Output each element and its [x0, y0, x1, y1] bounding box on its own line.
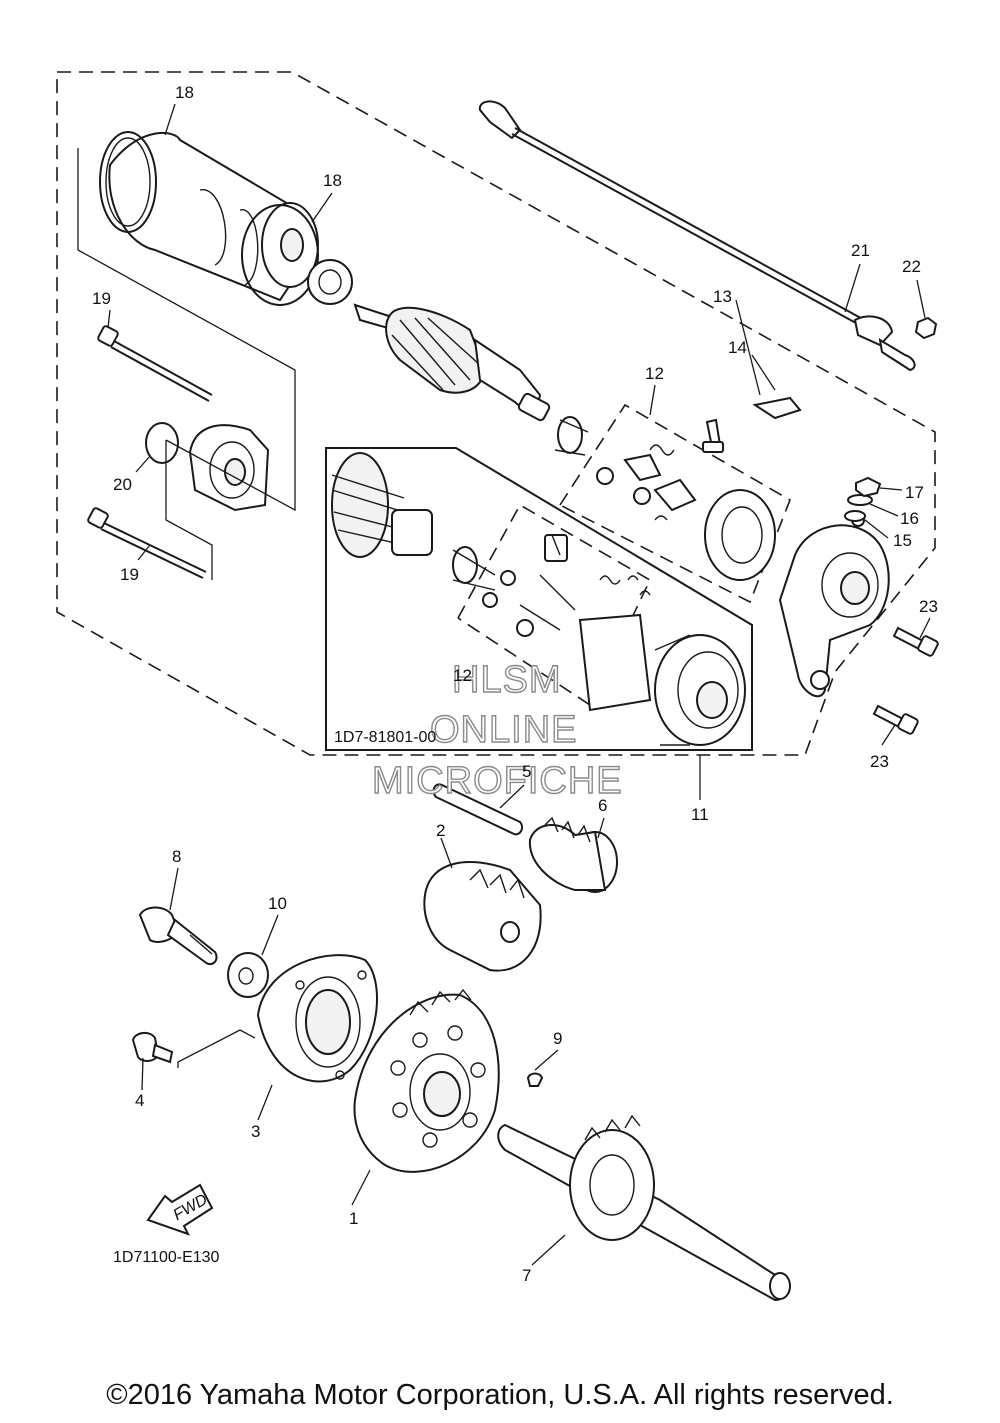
bolt-4 — [131, 1032, 174, 1064]
callouts: 1 2 3 4 5 6 7 8 9 10 11 12 12 13 14 15 1… — [92, 83, 938, 1285]
brush-holder-boundary — [559, 403, 791, 604]
shaft-5 — [432, 783, 524, 836]
callout-14: 14 — [728, 338, 747, 357]
idle-shaft-gear — [497, 1114, 791, 1302]
callout-15: 15 — [893, 531, 912, 550]
leader-lines — [107, 103, 931, 1266]
callout-13: 13 — [713, 287, 732, 306]
fwd-arrow-icon: FWD — [146, 1183, 214, 1236]
starter-assembly-boundary — [56, 71, 936, 756]
gear-2 — [423, 861, 542, 972]
washer-10 — [227, 952, 269, 998]
gear-6 — [528, 816, 618, 893]
callout-12: 12 — [645, 364, 664, 383]
callout-16: 16 — [900, 509, 919, 528]
nut — [914, 316, 938, 340]
callout-2: 2 — [436, 821, 445, 840]
callout-23-upper: 23 — [919, 597, 938, 616]
inset-panel — [325, 447, 753, 751]
bolt-23-upper — [892, 626, 939, 657]
armature — [353, 303, 589, 456]
watermark-line2: ONLINE — [430, 709, 577, 751]
callout-19-lower: 19 — [120, 565, 139, 584]
bolt-19-lower — [87, 507, 207, 579]
nut-17 — [855, 476, 882, 498]
callout-22: 22 — [902, 257, 921, 276]
watermark: HLSM ONLINE MICROFICHE — [371, 658, 623, 802]
callout-11: 11 — [691, 805, 709, 824]
callout-20: 20 — [113, 475, 132, 494]
front-cover — [145, 422, 270, 512]
lead-wire — [478, 100, 916, 372]
bolt-8 — [138, 906, 218, 966]
watermark-line3: MICROFICHE — [372, 760, 623, 802]
callout-4: 4 — [135, 1091, 144, 1110]
end-cover — [778, 513, 890, 698]
callout-10: 10 — [268, 894, 287, 913]
callout-5: 5 — [522, 762, 531, 781]
callout-6: 6 — [598, 796, 607, 815]
watermark-line1: HLSM — [452, 659, 562, 701]
starter-gear — [353, 988, 500, 1173]
callout-3: 3 — [251, 1122, 260, 1141]
callout-21: 21 — [851, 241, 870, 260]
callout-8: 8 — [172, 847, 181, 866]
washer-15 — [844, 510, 866, 522]
copyright-notice: ©2016 Yamaha Motor Corporation, U.S.A. A… — [106, 1379, 894, 1411]
bolt-19-upper — [97, 325, 213, 402]
callout-1: 1 — [349, 1209, 358, 1228]
key-9 — [526, 1072, 544, 1087]
callout-18-upper: 18 — [175, 83, 194, 102]
starter-yoke — [99, 131, 319, 306]
brush-holder — [596, 396, 802, 581]
callout-9: 9 — [553, 1029, 562, 1048]
inset-part-code: 1D7-81801-00 — [334, 729, 436, 746]
callout-19-upper: 19 — [92, 289, 111, 308]
callout-7: 7 — [522, 1266, 531, 1285]
bolt-23-lower — [872, 704, 919, 735]
front-group-outline — [77, 148, 296, 512]
diagram-reference-code: 1D71100-E130 — [113, 1249, 220, 1266]
callout-23-lower: 23 — [870, 752, 889, 771]
bearing — [307, 259, 353, 305]
one-way-clutch — [256, 954, 378, 1083]
callout-18-lower: 18 — [323, 171, 342, 190]
callout-17: 17 — [905, 483, 924, 502]
washer-16 — [847, 494, 873, 506]
callout-12-inset: 12 — [453, 666, 472, 685]
